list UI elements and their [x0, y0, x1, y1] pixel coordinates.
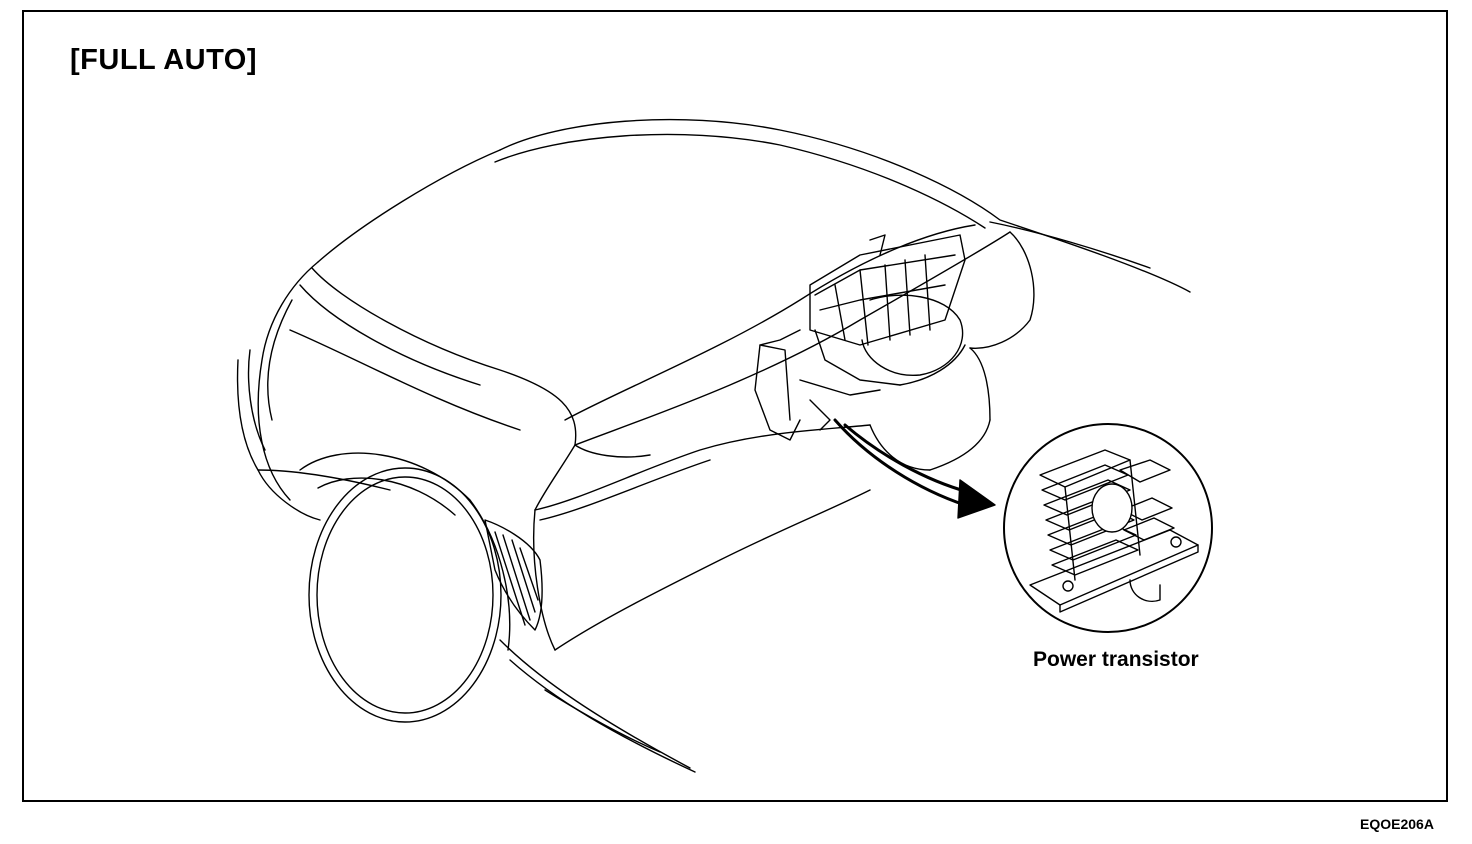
- callout-arrow: [833, 418, 996, 519]
- power-transistor-label: Power transistor: [1033, 648, 1199, 671]
- dashboard-outline: [317, 118, 1191, 293]
- front-wheel: [299, 452, 511, 723]
- figure-frame: [22, 10, 1448, 802]
- power-transistor-detail: [1003, 423, 1213, 633]
- diagram-title: [FULL AUTO]: [70, 44, 257, 76]
- figure-code: EQOE206A: [1360, 816, 1434, 832]
- car-body-outline: [236, 224, 1035, 773]
- side-vent: [484, 519, 543, 631]
- blower-unit: [754, 234, 966, 441]
